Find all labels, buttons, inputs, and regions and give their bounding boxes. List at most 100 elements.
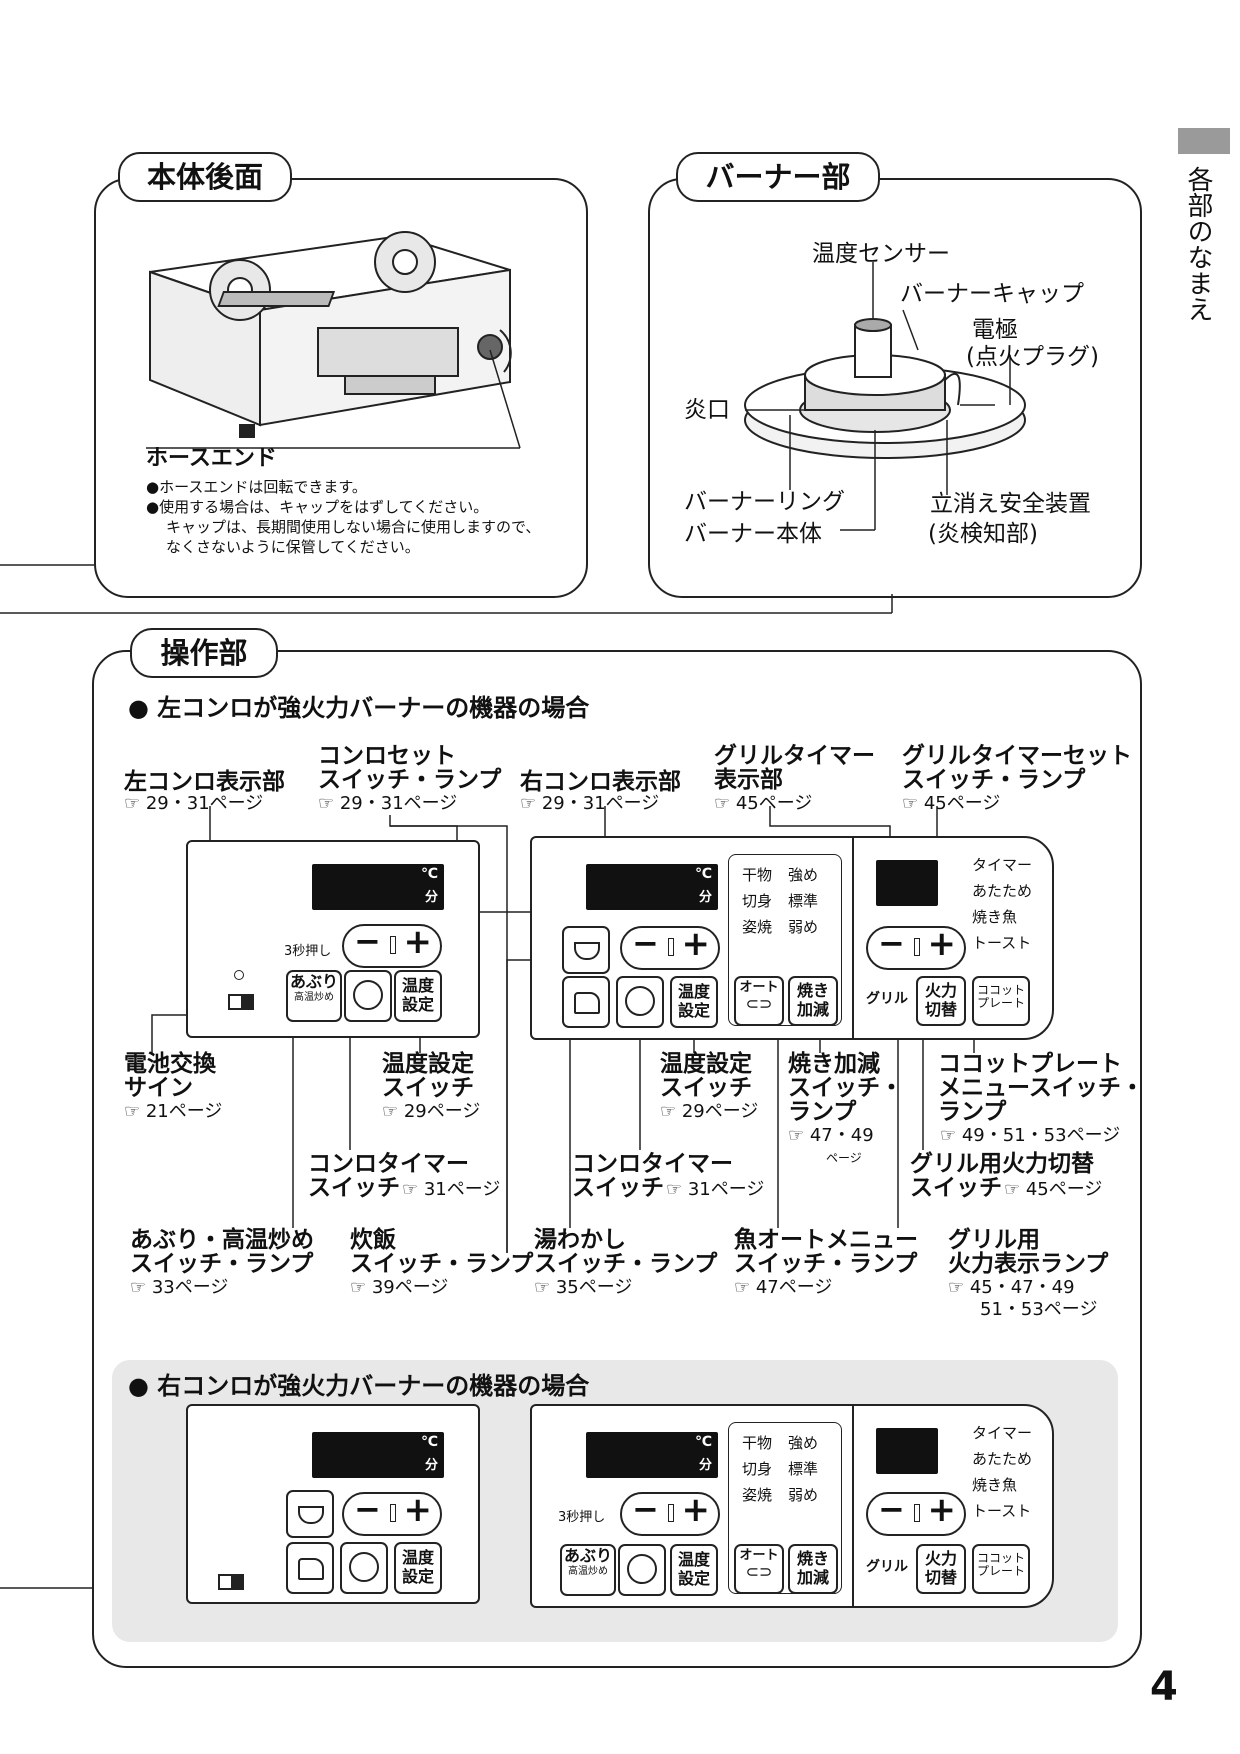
safety-device-label: 立消え安全装置 (930, 491, 1091, 517)
battery-indicator-dot (234, 970, 244, 980)
cocotte-line3: ランプ (938, 1099, 1007, 1125)
temp-set-left-line1: 温度設定 (382, 1051, 474, 1077)
timer-icon (353, 980, 383, 1010)
grill-menu-list: タイマー あたため 焼き魚 トースト (972, 852, 1032, 956)
grill-timer-plus-minus[interactable]: −+ (866, 924, 966, 970)
temp-btn-line1: 温度 (401, 1548, 434, 1567)
left-konro-plus-minus-v2[interactable]: −+ (342, 1490, 442, 1536)
konro-timer-button-left[interactable] (344, 970, 392, 1022)
grill-fire-lamps: グリル (862, 976, 912, 1008)
konro-timer-button-v2[interactable] (340, 1542, 388, 1594)
konro-timer-right-line1: コンロタイマー (572, 1151, 733, 1177)
konro-timer-right-line2: スイッチ (572, 1175, 664, 1201)
minus-icon: − (354, 922, 381, 960)
cocotte-line1: ココット (976, 983, 1025, 997)
aburi-sub-label: 高温炒め (294, 992, 334, 1003)
menu-hyojun: 標準 (788, 892, 819, 910)
fish-auto-button[interactable]: オート ⊂⊃ (734, 976, 784, 1026)
menu-hyojun: 標準 (788, 1460, 819, 1478)
minus-icon: − (878, 924, 905, 962)
menu-kirimi: 切身 (742, 1460, 773, 1478)
grill-fire-switch-line1: グリル用火力切替 (910, 1151, 1094, 1177)
yuwakashi-line2: スイッチ・ランプ (534, 1251, 718, 1277)
grill-timer-disp-line1: グリルタイマー (714, 743, 875, 769)
grill-timer-disp-ref: ☞ 45ページ (714, 793, 813, 814)
temp-btn-line1: 温度 (401, 976, 434, 995)
cocotte-line1: ココットプレート (938, 1051, 1122, 1077)
plus-icon: + (681, 1490, 711, 1530)
konro-set-ref: ☞ 29・31ページ (318, 793, 458, 814)
temp-set-button-v2[interactable]: 温度 設定 (394, 1542, 442, 1594)
grill-fire-lamp-line2: 火力表示ランプ (948, 1251, 1109, 1277)
aburi-button-v2[interactable]: あぶり 高温炒め (560, 1544, 616, 1596)
karyoku-kirikae-button[interactable]: 火力 切替 (916, 976, 966, 1026)
rice-bowl-icon (298, 1506, 324, 1524)
temp-sensor-label: 温度センサー (812, 241, 950, 267)
karyoku-line2: 切替 (924, 1000, 957, 1019)
stove-rear-illustration (149, 231, 512, 438)
suihan-button-v2[interactable] (286, 1490, 334, 1538)
karyoku-line1: 火力 (924, 981, 957, 1000)
burner-illustration (744, 318, 1026, 459)
burner-cap-label: バーナーキャップ (900, 281, 1084, 307)
right-display-ref: ☞ 29・31ページ (520, 793, 660, 814)
temp-set-button-right-v2[interactable]: 温度 設定 (670, 1544, 718, 1596)
flame-detector-label: (炎検知部) (928, 521, 1038, 547)
minus-icon: − (632, 1490, 659, 1528)
cocotte-plate-button-v2[interactable]: ココット プレート (972, 1544, 1030, 1594)
right-konro-plus-minus[interactable]: −+ (620, 924, 720, 970)
yuwakashi-button[interactable] (562, 976, 610, 1028)
menu-sugatayaki: 姿焼 (742, 1486, 773, 1504)
lamp-indicator (390, 936, 396, 954)
yaki-kagen-button-v2[interactable]: 焼き 加減 (788, 1544, 838, 1594)
temp-set-right-line1: 温度設定 (660, 1051, 752, 1077)
rear-note-4: なくさないように保管してください。 (166, 538, 420, 556)
grill-timer-plus-minus-v2[interactable]: −+ (866, 1490, 966, 1536)
fish-icon: ⊂⊃ (745, 1562, 773, 1581)
minus-icon: − (632, 924, 659, 962)
sakana-auto-line2: スイッチ・ランプ (734, 1251, 918, 1277)
temp-set-button-right[interactable]: 温度 設定 (670, 976, 718, 1028)
left-konro-plus-minus[interactable]: −+ (342, 922, 442, 968)
temp-set-left-ref: ☞ 29ページ (382, 1101, 481, 1122)
fish-menu-right-v2: 強め 標準 弱め (788, 1430, 818, 1508)
electrode-label: 電極 (972, 317, 1018, 343)
grill-fire-lamps-v2: グリル (862, 1544, 912, 1576)
karyoku-line1: 火力 (924, 1549, 957, 1568)
grill-fire-lamp-ref: ☞ 45・47・49 (948, 1277, 1075, 1298)
fish-auto-button-v2[interactable]: オート ⊂⊃ (734, 1544, 784, 1594)
temp-btn-line2: 設定 (401, 995, 434, 1014)
konro-timer-button-right-v2[interactable] (618, 1544, 666, 1596)
yuwakashi-button-v2[interactable] (286, 1542, 334, 1594)
unit-minute: 分 (424, 1458, 438, 1473)
konro-timer-left-line2: スイッチ (308, 1175, 400, 1201)
grill-fire-lamp-line1: グリル用 (948, 1227, 1040, 1253)
aburi-label: あぶり (563, 1546, 612, 1565)
left-konro-display: ℃ 分 (312, 864, 444, 910)
fish-menu-right: 強め 標準 弱め (788, 862, 818, 940)
karyoku-kirikae-button-v2[interactable]: 火力 切替 (916, 1544, 966, 1594)
menu-yakizakana: 焼き魚 (972, 1476, 1018, 1494)
temp-set-button-left[interactable]: 温度 設定 (394, 970, 442, 1022)
menu-himono: 干物 (742, 866, 773, 884)
cocotte-ref: ☞ 49・51・53ページ (940, 1125, 1121, 1146)
cocotte-line2: プレート (976, 1564, 1025, 1578)
menu-toast: トースト (972, 934, 1032, 952)
grill-menu-list-v2: タイマー あたため 焼き魚 トースト (972, 1420, 1032, 1524)
lamp-indicator (914, 1504, 920, 1522)
unit-celsius: ℃ (421, 866, 438, 882)
burner-ring-label: バーナーリング (684, 489, 845, 515)
yaki-kagen-button[interactable]: 焼き 加減 (788, 976, 838, 1026)
lamp-indicator (914, 938, 920, 956)
right-konro-plus-minus-v2[interactable]: −+ (620, 1490, 720, 1536)
konro-timer-button-right[interactable] (616, 976, 664, 1028)
yaki-kagen-line2: スイッチ・ (788, 1075, 903, 1101)
suihan-button[interactable] (562, 926, 610, 974)
battery-line2: サイン (124, 1075, 193, 1101)
aburi-button[interactable]: あぶり 高温炒め (286, 970, 342, 1022)
burner-box (648, 178, 1142, 598)
controls-title: 操作部 (130, 628, 278, 678)
cocotte-plate-button[interactable]: ココット プレート (972, 976, 1030, 1026)
right-konro-grill-panel: ℃ 分 −+ 温度 設定 干物 切身 姿焼 強め 標準 弱め オート ⊂⊃ 焼き… (530, 836, 1054, 1040)
konro-set-line2: スイッチ・ランプ (318, 767, 502, 793)
